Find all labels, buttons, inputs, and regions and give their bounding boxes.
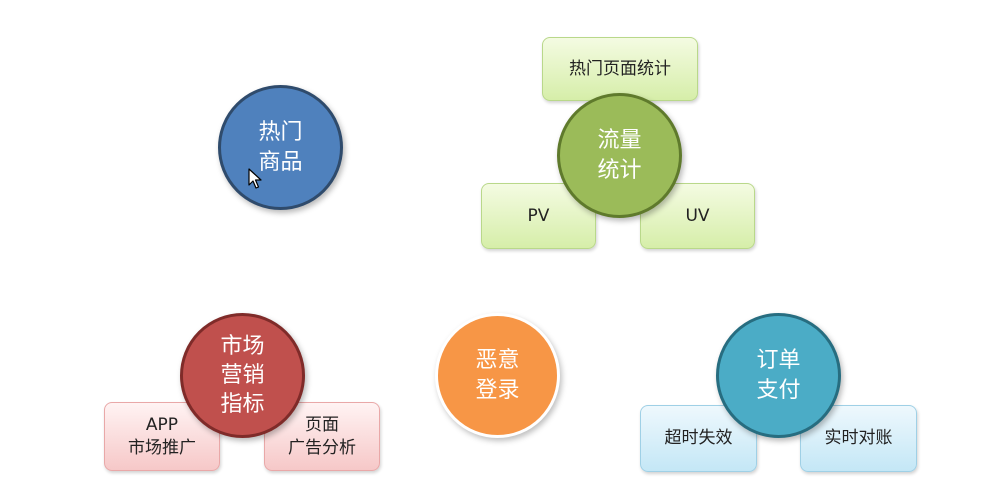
page-ad-analysis-line2: 广告分析 xyxy=(288,437,356,458)
hot-pages-stats-label: 热门页面统计 xyxy=(569,58,671,79)
timeout-invalid-label: 超时失效 xyxy=(664,428,733,449)
hot-goods-circle: 热门 商品 xyxy=(218,85,343,210)
traffic-stats-line1: 流量 xyxy=(597,128,642,154)
hot-pages-stats-box: 热门页面统计 xyxy=(542,37,698,101)
marketing-line2: 营销 xyxy=(220,362,265,388)
mouse-pointer-icon xyxy=(248,168,262,189)
realtime-reconciliation-label: 实时对账 xyxy=(824,428,893,449)
order-payment-circle: 订单 支付 xyxy=(716,313,841,438)
traffic-stats-line2: 统计 xyxy=(597,157,642,183)
order-payment-line2: 支付 xyxy=(756,377,801,403)
hot-goods-line2: 商品 xyxy=(258,149,303,175)
order-payment-line1: 订单 xyxy=(756,348,801,374)
hot-goods-line1: 热门 xyxy=(258,120,303,146)
marketing-line3: 指标 xyxy=(220,392,265,418)
uv-label: UV xyxy=(685,205,710,226)
page-ad-analysis-line1: 页面 xyxy=(305,414,339,435)
marketing-indicators-circle: 市场 营销 指标 xyxy=(180,313,305,438)
app-promotion-line1: APP xyxy=(145,414,179,435)
malicious-login-line1: 恶意 xyxy=(475,348,520,374)
app-promotion-line2: 市场推广 xyxy=(128,437,196,458)
malicious-login-circle: 恶意 登录 xyxy=(435,313,560,438)
traffic-stats-circle: 流量 统计 xyxy=(557,93,682,218)
marketing-line1: 市场 xyxy=(220,333,265,359)
app-promotion-box: APP 市场推广 xyxy=(104,402,220,471)
pv-label: PV xyxy=(527,205,550,226)
page-ad-analysis-box: 页面 广告分析 xyxy=(264,402,380,471)
malicious-login-line2: 登录 xyxy=(475,377,520,403)
